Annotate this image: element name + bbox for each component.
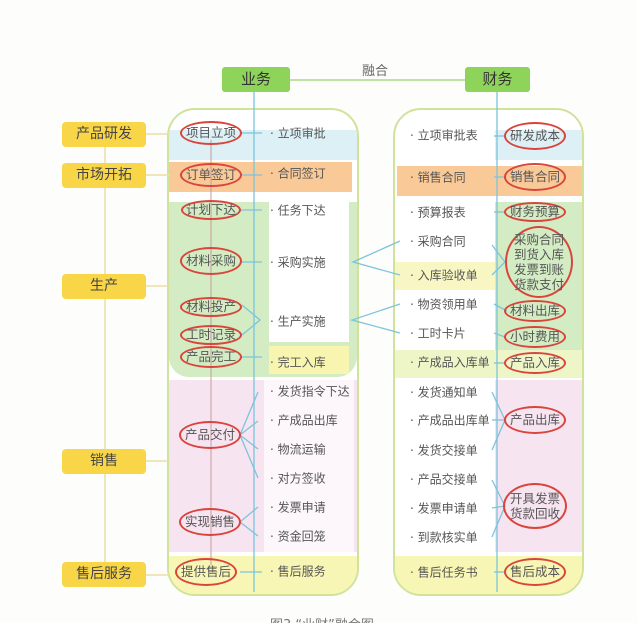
finance-doc: 立项审批表 bbox=[410, 127, 478, 144]
finance-doc: 采购合同 bbox=[410, 233, 466, 250]
finance-header: 财务 bbox=[465, 67, 530, 92]
business-action: 资金回笼 bbox=[270, 528, 326, 545]
category-production: 生产 bbox=[62, 274, 146, 299]
finance-doc: 销售合同 bbox=[410, 169, 466, 186]
business-action: 合同签订 bbox=[270, 165, 326, 182]
finance-doc: 产品交接单 bbox=[410, 471, 478, 488]
finance-node: 产品入库 bbox=[504, 352, 566, 374]
finance-node: 销售合同 bbox=[504, 163, 566, 191]
finance-doc: 发货通知单 bbox=[410, 384, 478, 401]
business-action: 任务下达 bbox=[270, 202, 326, 219]
finance-node: 财务预算 bbox=[504, 202, 566, 222]
finance-doc: 工时卡片 bbox=[410, 325, 466, 342]
business-header: 业务 bbox=[222, 67, 290, 92]
business-action: 立项审批 bbox=[270, 125, 326, 142]
finance-doc: 售后任务书 bbox=[410, 564, 478, 581]
business-action: 生产实施 bbox=[270, 313, 326, 330]
category-aftersales: 售后服务 bbox=[62, 562, 146, 587]
business-node: 项目立项 bbox=[180, 121, 242, 145]
business-action: 售后服务 bbox=[270, 563, 326, 580]
category-rd: 产品研发 bbox=[62, 122, 146, 147]
business-node: 材料采购 bbox=[180, 247, 242, 275]
finance-doc: 产成品入库单 bbox=[410, 354, 490, 371]
category-sales: 销售 bbox=[62, 449, 146, 474]
finance-node: 售后成本 bbox=[504, 558, 566, 586]
finance-node: 小时费用 bbox=[504, 326, 566, 348]
finance-doc: 产成品出库单 bbox=[410, 412, 490, 429]
business-action: 发票申请 bbox=[270, 499, 326, 516]
finance-node: 研发成本 bbox=[504, 122, 566, 150]
business-action: 完工入库 bbox=[270, 354, 326, 371]
business-node: 计划下达 bbox=[181, 200, 241, 220]
business-action: 对方签收 bbox=[270, 470, 326, 487]
merge-label: 融合 bbox=[362, 64, 389, 79]
finance-node-invoice: 开具发票 货款回收 bbox=[503, 483, 567, 529]
finance-doc: 物资领用单 bbox=[410, 296, 478, 313]
finance-doc: 发货交接单 bbox=[410, 442, 478, 459]
business-action: 采购实施 bbox=[270, 254, 326, 271]
business-node: 工时记录 bbox=[180, 325, 242, 345]
finance-doc: 发票申请单 bbox=[410, 500, 478, 517]
finance-node-purchase: 采购合同 到货入库 发票到账 货款支付 bbox=[505, 226, 573, 298]
category-market: 市场开拓 bbox=[62, 163, 146, 188]
finance-doc: 到款核实单 bbox=[410, 529, 478, 546]
figure-caption: 图3 “业财”融合图 bbox=[270, 614, 374, 623]
business-action: 发货指令下达 bbox=[270, 383, 350, 400]
business-node: 订单签订 bbox=[180, 163, 242, 187]
finance-doc: 入库验收单 bbox=[410, 267, 478, 284]
business-action: 产成品出库 bbox=[270, 412, 338, 429]
business-node: 提供售后 bbox=[175, 558, 237, 586]
business-action: 物流运输 bbox=[270, 441, 326, 458]
finance-doc: 预算报表 bbox=[410, 204, 466, 221]
business-node: 产品完工 bbox=[180, 346, 242, 368]
finance-node: 产品出库 bbox=[504, 406, 566, 434]
finance-node: 材料出库 bbox=[504, 300, 566, 322]
business-node: 材料投产 bbox=[180, 297, 242, 317]
business-node: 产品交付 bbox=[179, 421, 241, 449]
business-node: 实现销售 bbox=[179, 508, 241, 536]
